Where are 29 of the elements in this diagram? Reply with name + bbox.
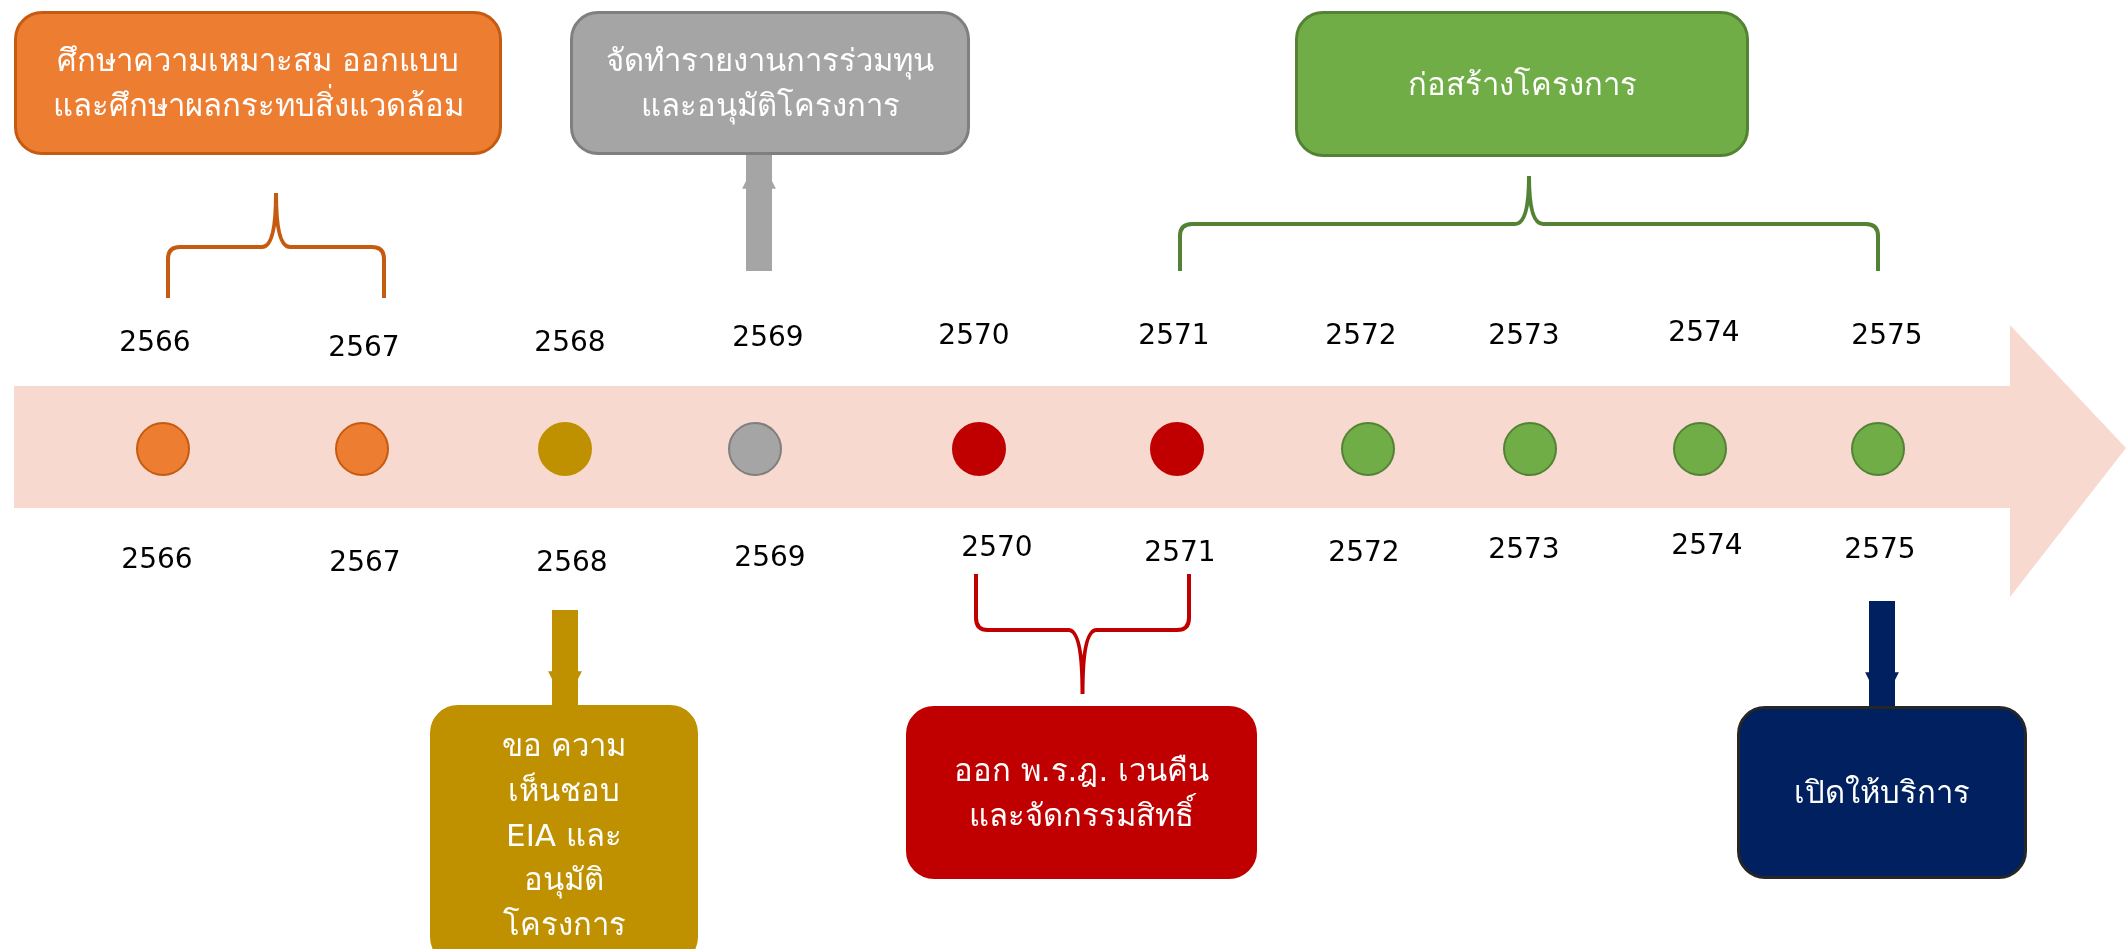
block-arrow (1865, 601, 1899, 706)
year-label: 2573 (1488, 532, 1560, 565)
year-label: 2572 (1325, 318, 1397, 351)
year-label: 2569 (732, 320, 804, 353)
year-label: 2570 (961, 530, 1033, 563)
year-label: 2567 (329, 545, 401, 578)
process-box: ออก พ.ร.ฎ. เวนคืน และจัดกรรมสิทธิ์ (906, 706, 1257, 879)
process-box: ขอ ความเห็นชอบ EIA และอนุมัติโครงการ (430, 705, 698, 949)
year-label: 2574 (1668, 315, 1740, 348)
year-label: 2566 (121, 542, 193, 575)
process-box: เปิดให้บริการ (1737, 706, 2027, 879)
block-arrow (548, 610, 582, 705)
year-label: 2566 (119, 325, 191, 358)
process-box: ศึกษาความเหมาะสม ออกแบบ และศึกษาผลกระทบสิ่งแวดล้อม (14, 11, 502, 155)
year-label: 2574 (1671, 528, 1743, 561)
year-label: 2568 (534, 325, 606, 358)
year-label: 2568 (536, 545, 608, 578)
block-arrow (742, 155, 776, 271)
year-label: 2575 (1851, 318, 1923, 351)
year-label: 2569 (734, 540, 806, 573)
year-label: 2571 (1144, 535, 1216, 568)
year-label: 2570 (938, 318, 1010, 351)
process-box: ก่อสร้างโครงการ (1295, 11, 1749, 157)
year-label: 2575 (1844, 532, 1916, 565)
year-label: 2567 (328, 330, 400, 363)
year-label: 2572 (1328, 535, 1400, 568)
year-label: 2573 (1488, 318, 1560, 351)
process-box: จัดทำรายงานการร่วมทุนและอนุมัติโครงการ (570, 11, 970, 155)
year-label: 2571 (1138, 318, 1210, 351)
